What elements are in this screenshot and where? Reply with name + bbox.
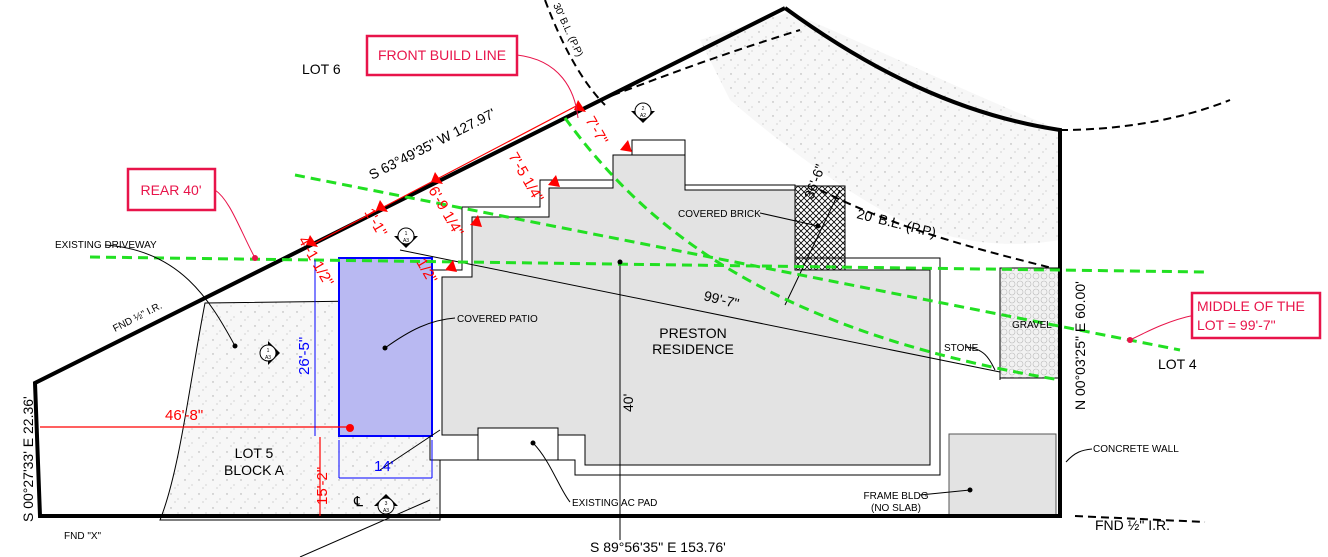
svg-text:A3: A3 [265,355,271,361]
svg-text:1: 1 [267,348,270,354]
property-boundary [32,6,1062,518]
south-extension-line [1074,515,1206,523]
section-marker-3-a3: 3 A3 [374,494,398,515]
blue-dimension-lines [314,260,433,479]
dim-14: 14' [374,458,394,475]
covered-brick-label: COVERED BRICK [678,209,761,220]
fnd-ir-right-label: FND ½" I.R. [1095,517,1170,533]
dimension-origin-dot [346,424,354,432]
svg-text:A3: A3 [403,238,409,244]
svg-text:A2: A2 [640,113,646,119]
dim-26-5: 26'-5" [296,337,313,375]
section-marker-1-a3-left: 1 A3 [259,341,280,365]
concrete-wall-label: CONCRETE WALL [1093,444,1179,455]
house-name-1: PRESTON [659,325,726,341]
front-building-line-30 [544,0,606,106]
gravel-label: GRAVEL [1012,320,1052,331]
front-build-line-text: FRONT BUILD LINE [378,47,506,63]
front-build-line-callout: FRONT BUILD LINE [365,34,519,77]
construction-lines [299,189,1001,557]
dim-7-5: 7'-5 1/4" [505,150,547,206]
svg-text:2: 2 [642,106,645,112]
rear-setback-line [89,255,1206,274]
no-slab-label: (NO SLAB) [871,503,921,514]
dim-40: 40' [620,394,636,412]
lot-4-label: LOT 4 [1158,356,1197,372]
dim-6-9: 6'-9 1/4" [425,184,467,240]
svg-text:3: 3 [385,501,388,507]
ac-pad-label: EXISTING AC PAD [572,498,657,509]
dim-7-7: 7'-7" [582,114,612,148]
existing-driveway-label: EXISTING DRIVEWAY [55,240,157,251]
bearing-south: S 89°56'35" E 153.76' [590,539,726,555]
stone-label: STONE [944,343,979,354]
middle-lot-line [294,173,1181,352]
svg-text:1: 1 [405,231,408,237]
dimension-lines [40,103,581,516]
front-building-line-20 [819,189,1061,271]
section-marker-2-a2: 2 A2 [631,102,655,123]
rear-marker-dot [252,255,258,261]
fnd-x-label: FND "X" [64,531,102,542]
rear-callout: REAR 40' [126,167,217,212]
frame-bldg-label: FRAME BLDG [863,491,928,502]
rear-text: REAR 40' [140,182,201,198]
middle-lot-callout: MIDDLE OF THE LOT = 99'-7" [1190,291,1322,340]
centerline-symbol: ℄ [353,493,363,509]
front-build-line [563,117,1061,382]
callout-leaders [214,54,1196,341]
frame-building [948,433,1057,517]
bearing-east: N 00°03'25" E 60.00' [1072,281,1088,410]
block-a-label: BLOCK A [224,462,285,478]
covered-brick-hatch [794,185,846,271]
middle-marker-dot [1127,337,1133,343]
front-arc [599,29,1231,131]
front-concrete [700,12,1060,244]
dim-46-8: 46'-8" [165,407,203,424]
section-marker-1-a3-top: 1 A3 [394,227,418,248]
bearing-north: S 63°49'35" W 127.97' [366,105,498,183]
lot-5-label: LOT 5 [235,445,274,461]
leader-lines [104,212,1093,503]
covered-patio-label: COVERED PATIO [457,314,538,325]
svg-text:A3: A3 [383,508,389,514]
middle-text-1: MIDDLE OF THE [1197,298,1305,314]
ac-pad [477,427,559,461]
bearing-west: S 00°27'33' E 22.36' [20,396,36,522]
dim-15-2: 15'-2" [314,467,331,505]
house-name-2: RESIDENCE [652,341,734,357]
middle-text-2: LOT = 99'-7" [1197,317,1276,333]
house-footprint [441,154,931,466]
lot-6-label: LOT 6 [302,61,341,77]
